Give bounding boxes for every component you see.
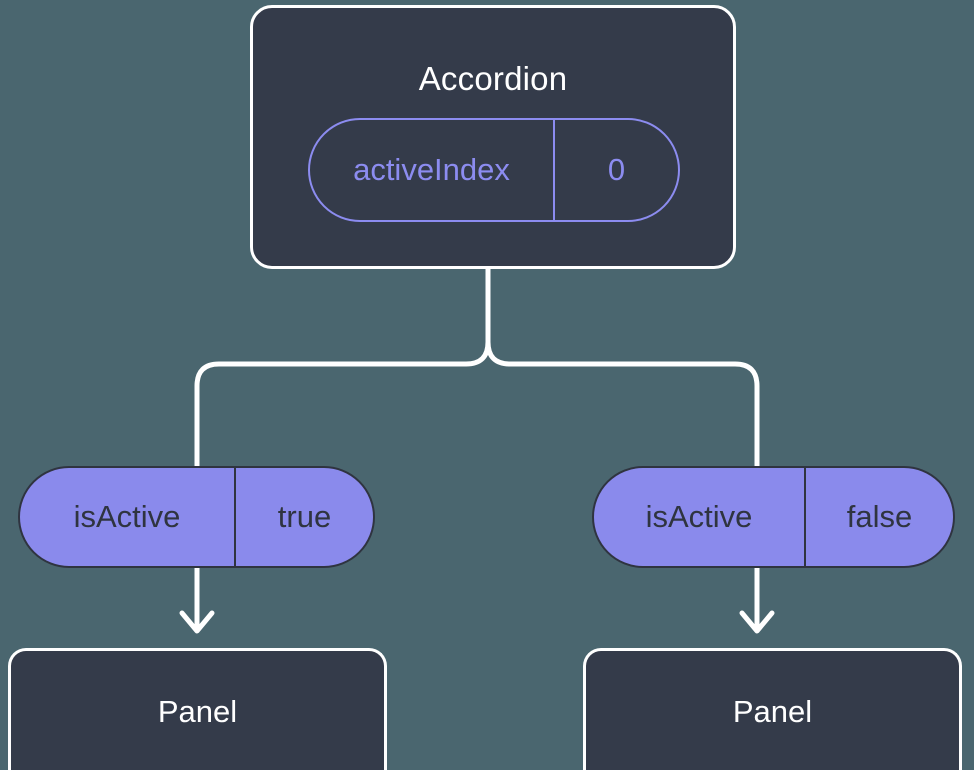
active-index-value: 0 — [553, 120, 678, 220]
is-active-key-right: isActive — [645, 499, 753, 534]
right-panel-arrow-head — [739, 610, 775, 634]
active-index-key: activeIndex — [353, 152, 510, 187]
fork-right-connector — [485, 339, 760, 473]
panel-node-right-title: Panel — [732, 694, 813, 729]
panel-node-left-title: Panel — [157, 694, 238, 729]
left-panel-arrow-head — [179, 610, 215, 634]
is-active-value-right: false — [804, 468, 953, 566]
is-active-pill-right[interactable]: isActive false — [592, 466, 955, 568]
is-active-key-left: isActive — [73, 499, 181, 534]
fork-left-connector — [194, 339, 491, 473]
active-index-state-pill[interactable]: activeIndex 0 — [308, 118, 680, 222]
panel-node-right[interactable]: Panel — [583, 648, 962, 770]
accordion-node-title: Accordion — [418, 60, 568, 97]
is-active-pill-left[interactable]: isActive true — [18, 466, 375, 568]
is-active-value-left: true — [234, 468, 373, 566]
panel-node-left[interactable]: Panel — [8, 648, 387, 770]
